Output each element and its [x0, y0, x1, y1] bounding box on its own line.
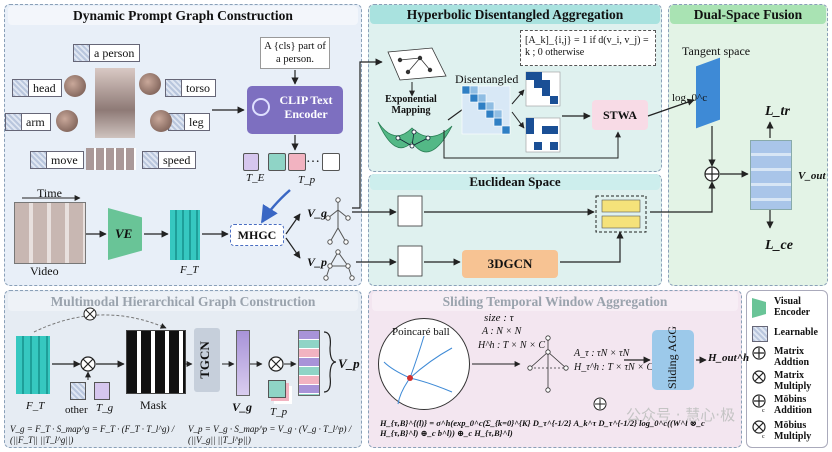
label-hout: H_out^h	[708, 352, 750, 364]
legend-label-matrix-addition: Matrix Addtion	[774, 346, 810, 368]
label-vp-top: V_p	[307, 255, 328, 269]
label-hr-dim: H_τ^h : T × τN × C	[574, 362, 654, 373]
label-a-dim: A : N × N	[482, 326, 522, 337]
mhgc-label-tgcn: TGCN	[196, 341, 212, 379]
stwa-block: STWA	[592, 100, 648, 130]
label-sliding-agg: Sliding AGG	[665, 325, 680, 390]
leg-crop-photo	[150, 110, 172, 132]
label-log-map: log_0^c	[672, 92, 708, 104]
vp-stack	[298, 330, 320, 396]
vout-stack	[750, 140, 792, 210]
legend-label-matrix-multiply: Matrix Multiply	[774, 370, 812, 392]
label-tp: T_p	[298, 174, 316, 186]
mhgc-feature-stack	[16, 336, 50, 394]
label-exponential-mapping: Exponential Mapping	[385, 94, 437, 116]
label-tangent-space: Tangent space	[682, 44, 751, 58]
prompt-leg: leg	[168, 113, 210, 131]
gcn-block: 3DGCN	[462, 250, 558, 278]
visual-encoder-block	[108, 208, 142, 260]
adjacency-formula-box: [A_k]_{i,j} = 1 if d(v_i, v_j) = k ; 0 o…	[520, 30, 656, 66]
stwa-label: STWA	[602, 108, 637, 122]
mhgc-label-vp: V_p	[338, 356, 360, 371]
prompt-template-box: A {cls} part of a person.	[260, 37, 330, 69]
prompt-torso: torso	[165, 79, 216, 97]
title-euclidean-space: Euclidean Space	[370, 174, 660, 190]
panel-dual-space-fusion	[668, 4, 828, 286]
legend-ve-icon	[752, 298, 766, 318]
legend-label-visual-encoder: Visual Encoder	[774, 296, 811, 318]
label-video: Video	[30, 264, 59, 278]
mhgc-label-ft: F_T	[26, 400, 45, 412]
mhgc-equation-right: V_p = V_g · S_map^p = V_g · (V_g · T_l^p…	[188, 424, 352, 445]
label-ve: VE	[115, 226, 133, 241]
label-vg-top: V_g	[307, 206, 328, 220]
token-te	[243, 153, 259, 171]
adjacency-formula: [A_k]_{i,j} = 1 if d(v_i, v_j) = k ; 0 o…	[525, 35, 649, 58]
gcn-label: 3DGCN	[487, 256, 533, 271]
mhgc-equation-left: V_g = F_T · S_map^g = F_T · (F_T · T_l^g…	[10, 424, 175, 445]
title-dynamic-prompt-graph: Dynamic Prompt Graph Construction	[8, 6, 358, 25]
label-vout: V_out	[798, 170, 826, 182]
feature-stack-ft	[170, 210, 200, 260]
watermark-text: 公众号 · 慧心·极	[626, 406, 736, 424]
stwa-formula: H_{τ,B}^{(l)} = σ^h(exp_0^c(Σ_{k=0}^{K} …	[380, 418, 705, 438]
token-tp-ellipsis: …	[306, 151, 320, 166]
prompt-a-person: a person	[73, 44, 141, 62]
mhgc-label-vg: V_g	[232, 400, 253, 414]
token-tp-2	[288, 153, 306, 171]
prompt-head: head	[12, 79, 62, 97]
vg-column	[236, 330, 250, 396]
head-crop-photo	[64, 75, 86, 97]
title-hyperbolic-aggregation: Hyperbolic Disentangled Aggregation	[370, 5, 660, 24]
label-disentangled: Disentangled	[455, 72, 519, 86]
mhgc-label-other: other	[65, 404, 88, 416]
mhgc-tg-token	[94, 382, 110, 400]
label-size-tau: size : τ	[484, 312, 514, 324]
label-ar-dim: A_τ : τN × τN	[574, 348, 630, 359]
mhgc-other-token	[70, 382, 86, 400]
label-ltr: L_tr	[765, 104, 790, 119]
title-multimodal-hierarchical: Multimodal Hierarchical Graph Constructi…	[8, 292, 358, 311]
label-ft: F_T	[180, 264, 199, 276]
video-frames	[14, 202, 86, 264]
mhgc-block: MHGC	[230, 224, 284, 246]
label-poincare: Poincaré ball	[392, 326, 450, 338]
clip-label: CLIP Text Encoder	[279, 93, 333, 121]
legend-label-mobius-multiply: Möbius Multiply	[774, 420, 812, 442]
title-sliding-window: Sliding Temporal Window Aggregation	[372, 292, 738, 311]
prompt-move: move	[30, 151, 84, 169]
label-time: Time	[37, 186, 62, 200]
arm-crop-photo	[56, 110, 78, 132]
mhgc-label-mask: Mask	[140, 398, 167, 412]
prompt-template-text: A {cls} part of a person.	[264, 41, 326, 65]
label-h-dim: H^h : T × N × C	[478, 340, 545, 351]
legend-label-mobius-addition: Möbins Addition	[774, 394, 812, 416]
mhgc-label-tp: T_p	[270, 406, 288, 418]
label-lce: L_ce	[765, 238, 793, 253]
sliding-agg-block	[652, 330, 694, 390]
token-tp-1	[268, 153, 286, 171]
title-dual-space-fusion: Dual-Space Fusion	[670, 5, 826, 24]
legend-label-learnable: Learnable	[774, 327, 818, 338]
prompt-arm: arm	[5, 113, 51, 131]
tp-stack	[268, 380, 286, 398]
tgcn-block	[194, 328, 220, 392]
openai-logo-icon	[252, 98, 270, 116]
prompt-speed: speed	[142, 151, 197, 169]
torso-crop-photo	[139, 73, 161, 95]
motion-frames-photo	[86, 148, 136, 170]
label-te: T_E	[246, 172, 265, 184]
token-tp-n	[322, 153, 340, 171]
mask-silhouettes	[126, 330, 186, 394]
person-photo	[95, 68, 135, 138]
mhgc-label: MHGC	[237, 228, 277, 242]
legend-learnable-icon	[752, 326, 768, 342]
mhgc-label-tg: T_g	[96, 402, 114, 414]
